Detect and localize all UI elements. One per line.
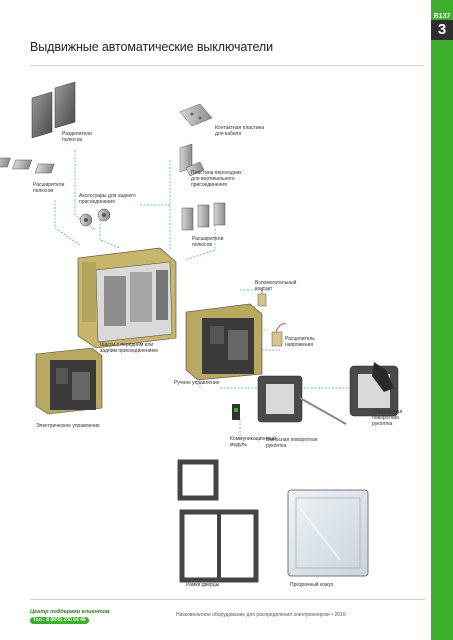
vertical-plate-image	[179, 143, 205, 177]
pole-expanders-left-image	[0, 157, 55, 174]
header-rule	[30, 65, 425, 66]
label-contact-plate: Контактная пластина для кабеля	[215, 125, 265, 137]
section-tab	[431, 0, 453, 640]
removable-handle-image	[257, 375, 347, 425]
label-removable-handle: Выносная поворотная рукоятка	[266, 437, 318, 449]
label-door-frames: Рамки дверцы	[186, 582, 220, 588]
label-pole-expanders-left: Расширители полюсов	[33, 182, 65, 194]
label-rear-accessories: Аксессуары для заднего присоединения	[79, 193, 136, 205]
page-number: 3	[431, 20, 453, 40]
shunt-release-image	[271, 323, 287, 347]
pole-separators-image	[31, 81, 76, 139]
label-pole-expanders-right: Расширители полюсов	[192, 236, 224, 248]
chassis-image	[77, 247, 177, 349]
standard-handle-image	[349, 362, 399, 417]
label-aux-contact: Вспомогательный контакт	[255, 280, 297, 292]
transparent-cover-image	[287, 489, 369, 577]
rear-accessories-image	[79, 208, 111, 227]
label-communication-module: Коммуникационный модуль	[230, 436, 277, 448]
label-shunt-release: Расцепитель напряжения	[285, 336, 315, 348]
aux-contact-image	[257, 288, 267, 307]
contact-plate-image	[179, 103, 213, 127]
breaker-right-image	[185, 303, 263, 381]
label-electric-control: Электрическое управление	[36, 423, 100, 429]
label-vertical-plate: Пластина переходник для вертикального пр…	[191, 170, 242, 188]
footer-support-text: Центр поддержки клиентов	[30, 609, 110, 615]
label-transparent-cover: Прозрачный кожух	[290, 582, 334, 588]
electric-breaker-image	[35, 347, 103, 415]
label-standard-handle: Стандартная поворотная рукоятка	[372, 409, 403, 427]
page-code: B137	[433, 13, 451, 20]
communication-module-image	[232, 404, 240, 420]
footer-rule	[30, 599, 425, 600]
label-manual-control: Ручное управление	[174, 380, 220, 386]
label-chassis: Шасси с передним или задним присоединени…	[100, 342, 158, 354]
page-title: Выдвижные автоматические выключатели	[30, 40, 273, 54]
footer-document-text: Низковольтное оборудование для распредел…	[176, 612, 346, 618]
pole-expanders-right-image	[181, 202, 226, 231]
footer-phone-badge: Тел.: 8 (800) 200 64 46	[30, 617, 89, 624]
label-pole-separators: Разделители полюсов	[62, 131, 92, 143]
door-frames-image	[177, 459, 259, 583]
